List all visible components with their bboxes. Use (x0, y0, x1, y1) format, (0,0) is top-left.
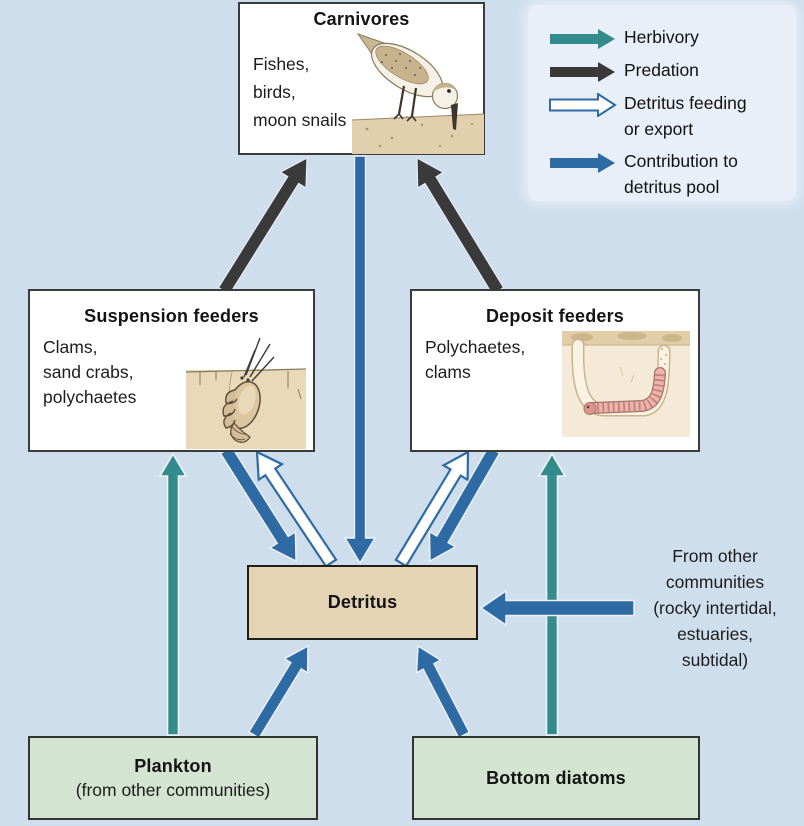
box-detritus: Detritus (247, 565, 478, 640)
box-carnivores: Carnivores Fishes, birds, moon snails (238, 2, 485, 155)
arrow-detritus-to-deposit (394, 450, 470, 568)
plankton-title: Plankton (134, 755, 212, 776)
arrow-diatoms-to-detritus (415, 644, 471, 739)
burrowing-worm-illustration (562, 331, 690, 437)
arrow-detritus-to-suspension (255, 450, 338, 568)
box-plankton: Plankton (from other communities) (28, 736, 318, 820)
shorebird-illustration (352, 33, 484, 154)
deposit-feeders-title: Deposit feeders (485, 306, 625, 326)
legend-item-herbivory: Herbivory (548, 24, 796, 51)
plankton-subtitle: (from other communities) (75, 779, 271, 800)
legend-arrow-contribution-icon (550, 153, 615, 173)
bottom-diatoms-title: Bottom diatoms (486, 767, 626, 788)
arrow-suspension-to-detritus (219, 445, 297, 563)
arrow-deposit-to-detritus (428, 445, 501, 563)
carnivores-title: Carnivores (313, 9, 410, 29)
box-bottom-diatoms: Bottom diatoms (412, 736, 700, 820)
arrow-communities-to-detritus (479, 589, 635, 627)
legend-item-predation: Predation (548, 57, 796, 84)
legend-label: Herbivory (624, 27, 699, 47)
carnivores-text: Fishes, birds, moon snails (253, 54, 347, 130)
legend-arrow-detritus_feeding-icon (549, 93, 617, 117)
arrow-diatoms-to-deposit (537, 452, 567, 736)
arrow-deposit-to-carnivores (416, 156, 505, 296)
sand-crab-illustration (186, 337, 306, 449)
arrow-plankton-to-detritus (247, 644, 309, 740)
suspension-feeders-title: Suspension feeders (84, 306, 259, 326)
suspension-feeders-text: Clams, sand crabs, polychaetes (43, 337, 137, 407)
detritus-title: Detritus (327, 592, 398, 612)
box-suspension-feeders: Suspension feeders Clams, sand crabs, po… (28, 289, 315, 452)
legend-arrow-predation-icon (550, 62, 615, 82)
arrow-carnivores-to-detritus (343, 155, 377, 565)
arrow-suspension-to-carnivores (217, 156, 308, 296)
legend-arrow-herbivory-icon (550, 29, 615, 49)
deposit-feeders-text: Polychaetes, clams (425, 337, 526, 382)
box-deposit-feeders: Deposit feeders Polychaetes, clams (410, 289, 700, 452)
arrow-plankton-to-suspension (158, 452, 188, 736)
legend-label: Predation (624, 60, 699, 80)
